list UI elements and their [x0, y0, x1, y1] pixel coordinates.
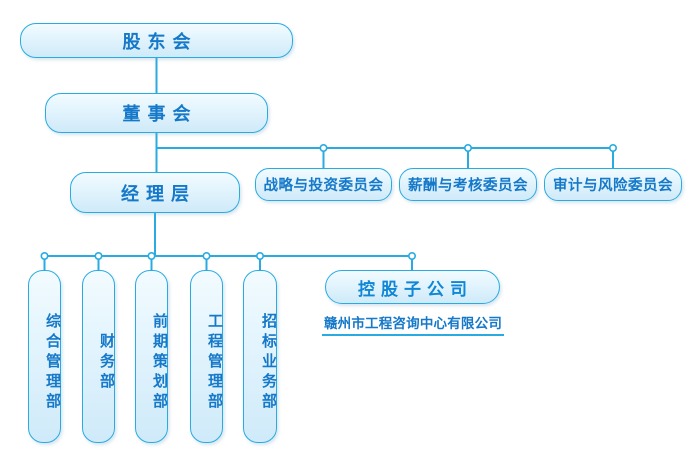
- node-committee-audit-risk[interactable]: 审计与风险委员会: [544, 168, 682, 201]
- subsidiary-company-name: 赣州市工程咨询中心有限公司: [323, 316, 503, 332]
- node-department-preliminary-planning[interactable]: 前期策划部: [135, 270, 169, 443]
- node-committee-compensation-appraisal[interactable]: 薪酬与考核委员会: [399, 168, 537, 201]
- junction-dot-dept-3: [202, 252, 211, 261]
- node-department-finance[interactable]: 财务部: [82, 270, 116, 443]
- node-management-layer[interactable]: 经理层: [70, 172, 240, 213]
- node-department-general-management[interactable]: 综合管理部: [28, 270, 62, 443]
- junction-dot-committee-2: [608, 144, 617, 153]
- junction-dot-dept-2: [147, 252, 156, 261]
- junction-dot-dept-1: [94, 252, 103, 261]
- subsidiary-underline: [322, 334, 504, 336]
- junction-dot-dept-0: [40, 252, 49, 261]
- junction-dot-dept-4: [255, 252, 264, 261]
- node-department-engineering-management[interactable]: 工程管理部: [190, 270, 224, 443]
- junction-dot-subsidiary: [407, 252, 416, 261]
- junction-dot-committee-0: [319, 144, 328, 153]
- junction-dot-committee-1: [463, 144, 472, 153]
- node-board-of-directors[interactable]: 董事会: [45, 93, 268, 133]
- node-holding-subsidiary[interactable]: 控股子公司: [325, 270, 500, 304]
- node-shareholders-meeting[interactable]: 股东会: [20, 23, 293, 58]
- node-committee-strategy-investment[interactable]: 战略与投资委员会: [255, 168, 392, 201]
- node-department-bidding-business[interactable]: 招标业务部: [243, 270, 278, 443]
